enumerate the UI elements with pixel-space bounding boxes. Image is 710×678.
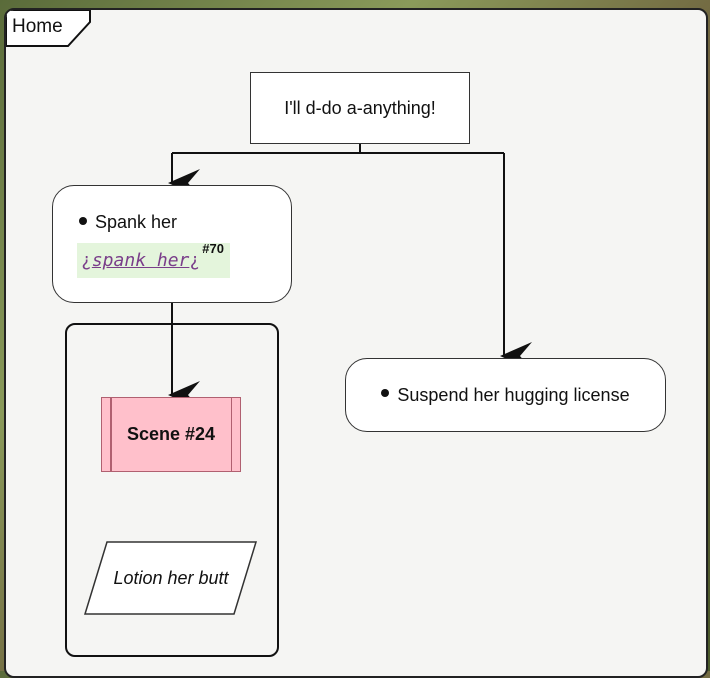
choice-node-suspend[interactable]: Suspend her hugging license — [345, 358, 666, 432]
start-node: I'll d-do a-anything! — [250, 72, 470, 144]
connector-lines — [83, 144, 532, 615]
home-tab-shape[interactable] — [6, 10, 106, 50]
scene-label: Scene #24 — [126, 424, 216, 444]
choice-title: Spank her — [79, 212, 177, 233]
lotion-node-label[interactable]: Lotion her butt — [113, 567, 229, 588]
lotion-shape — [83, 541, 258, 615]
diagram-frame: Home I'll d-do a-anything! Spank her ¿ s… — [4, 8, 708, 678]
link-prefix: ¿ — [81, 250, 92, 271]
link-text[interactable]: spank her — [91, 250, 190, 271]
scene-left-bar — [110, 398, 112, 471]
passage-link[interactable]: ¿ spank her ¿ #70 — [77, 241, 230, 278]
choice-node-spank[interactable]: Spank her ¿ spank her ¿ #70 — [52, 185, 292, 303]
link-suffix: ¿ — [189, 250, 201, 271]
link-reference: #70 — [202, 241, 224, 256]
start-node-label: I'll d-do a-anything! — [284, 97, 436, 118]
scene-right-bar — [230, 398, 232, 471]
bullet-icon — [79, 217, 87, 226]
bullet-icon — [381, 389, 390, 397]
scene-node[interactable]: Scene #24 — [101, 397, 241, 472]
home-tab-label[interactable]: Home — [12, 16, 63, 37]
choice-label: Spank her — [95, 212, 178, 232]
spank-group-box — [65, 323, 279, 657]
suspend-label: Suspend her hugging license — [397, 384, 630, 405]
